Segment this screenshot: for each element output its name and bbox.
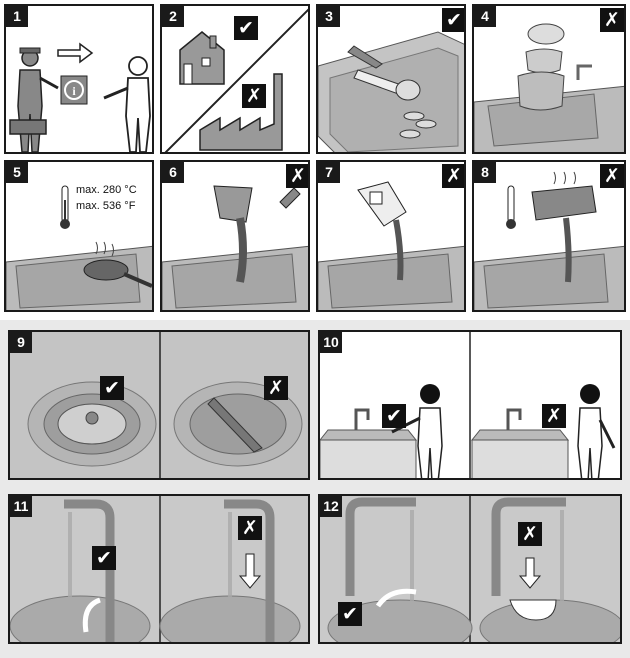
- cutting-board-illustration: [318, 31, 464, 152]
- max-temp-celsius: max. 280 °C: [76, 184, 137, 196]
- panel-number: 1: [6, 6, 28, 27]
- checkmark-icon: ✔: [338, 602, 362, 626]
- person-at-sink-illustration: [320, 332, 616, 478]
- cross-icon: ✗: [264, 376, 288, 400]
- panel-5-heat-limit: 5 max. 280 °C max. 536 °F: [4, 160, 154, 312]
- info-icon: i: [72, 84, 76, 98]
- panel-number: 11: [10, 496, 32, 517]
- cross-icon: ✗: [518, 522, 542, 546]
- panel-9-strainer: 9 ✔ ✗: [8, 330, 310, 480]
- panel-12-water-jet: 12 ✔ ✗: [318, 494, 622, 644]
- falling-pots-illustration: [474, 23, 624, 152]
- cross-icon: ✗: [286, 164, 308, 188]
- checkmark-icon: ✔: [382, 404, 406, 428]
- panel-6-no-paint: 6 ✗: [160, 160, 310, 312]
- cross-icon: ✗: [238, 516, 262, 540]
- cross-icon: ✗: [600, 8, 624, 32]
- faucet-over-drain-illustration: [10, 496, 301, 642]
- chemical-bottle-illustration: [318, 181, 464, 310]
- panel-number: 2: [162, 6, 184, 27]
- checkmark-icon: ✔: [92, 546, 116, 570]
- checkmark-icon: ✔: [100, 376, 124, 400]
- panel-8-no-hot-appliances: 8 ✗: [472, 160, 626, 312]
- panel-2-indoor-use: 2 ✔ ✗: [160, 4, 310, 154]
- cross-icon: ✗: [242, 84, 266, 108]
- hot-appliance-illustration: [474, 171, 624, 310]
- house-vs-factory-illustration: [164, 8, 308, 152]
- panel-number: 8: [474, 162, 496, 183]
- cross-icon: ✗: [600, 164, 624, 188]
- cross-icon: ✗: [442, 164, 464, 188]
- cross-icon: ✗: [542, 404, 566, 428]
- panel-11-faucet-position: 11 ✔ ✗: [8, 494, 310, 644]
- panel-number: 12: [320, 496, 342, 517]
- panel-number: 10: [320, 332, 342, 353]
- checkmark-icon: ✔: [234, 16, 258, 40]
- panel-number: 3: [318, 6, 340, 27]
- panel-4-no-heavy-drops: 4 ✗: [472, 4, 626, 154]
- cup-under-tap-illustration: [327, 496, 620, 642]
- max-temp-fahrenheit: max. 536 °F: [76, 200, 136, 212]
- panel-7-no-chemicals: 7 ✗: [316, 160, 466, 312]
- panel-number: 6: [162, 162, 184, 183]
- hot-pan-illustration: [6, 185, 152, 310]
- strainer-illustration: [27, 332, 303, 478]
- panel-10-tap-height: 10 ✔ ✗: [318, 330, 622, 480]
- panel-number: 9: [10, 332, 32, 353]
- panel-number: 5: [6, 162, 28, 183]
- paint-bucket-illustration: [162, 185, 308, 310]
- panel-1-handover: 1 i: [4, 4, 154, 154]
- checkmark-icon: ✔: [442, 8, 464, 32]
- handover-illustration: i: [9, 42, 151, 152]
- panel-3-no-cutting: 3 ✔: [316, 4, 466, 154]
- panel-number: 4: [474, 6, 496, 27]
- panel-number: 7: [318, 162, 340, 183]
